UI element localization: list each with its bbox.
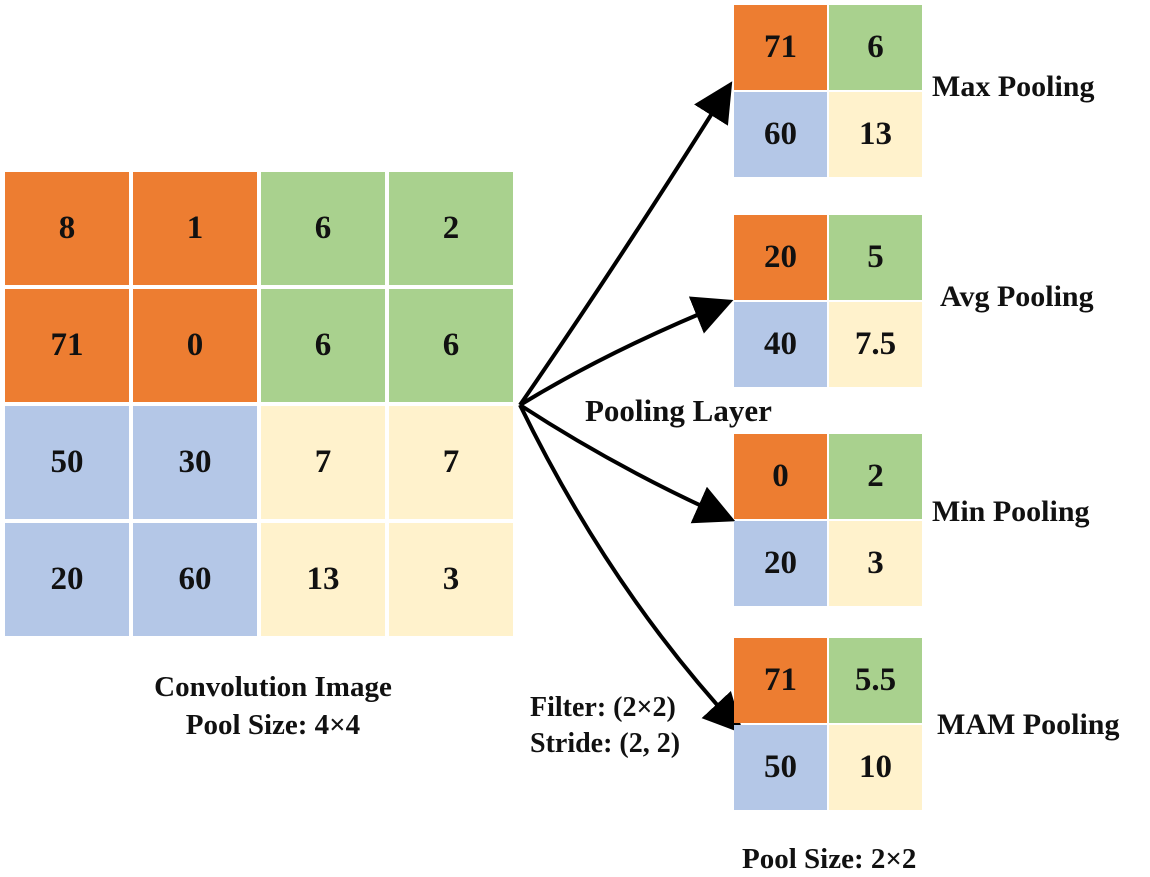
arrow-to-avg-pooling <box>518 296 734 407</box>
out4-cell-r2c2: 10 <box>829 725 922 810</box>
conv-cell-r2c3: 6 <box>261 289 385 402</box>
out2-cell-r2c1: 40 <box>734 302 827 387</box>
out1-cell-r1c1: 71 <box>734 5 827 90</box>
conv-cell-r4c1: 20 <box>5 523 129 636</box>
out2-cell-r1c2: 5 <box>829 215 922 300</box>
out2-cell-r1c1: 20 <box>734 215 827 300</box>
output-pool-size: Pool Size: 2×2 <box>742 843 917 875</box>
filter-label: Filter: (2×2) <box>530 692 676 723</box>
out3-cell-r2c1: 20 <box>734 521 827 606</box>
convolution-pool-size: Pool Size: 4×4 <box>185 709 361 741</box>
pooling-layer-label: Pooling Layer <box>585 393 772 428</box>
out2-cell-r2c2: 7.5 <box>829 302 922 387</box>
arrow-to-min-pooling <box>518 403 736 524</box>
conv-cell-r1c4: 2 <box>389 172 513 285</box>
conv-cell-r2c2: 0 <box>133 289 257 402</box>
arrow-to-max-pooling <box>518 81 733 407</box>
conv-cell-r4c4: 3 <box>389 523 513 636</box>
out3-cell-r1c1: 0 <box>734 434 827 519</box>
conv-cell-r1c3: 6 <box>261 172 385 285</box>
conv-cell-r3c1: 50 <box>5 406 129 519</box>
conv-cell-r2c1: 71 <box>5 289 129 402</box>
out1-cell-r2c1: 60 <box>734 92 827 177</box>
out4-cell-r1c1: 71 <box>734 638 827 723</box>
conv-cell-r3c2: 30 <box>133 406 257 519</box>
conv-cell-r3c4: 7 <box>389 406 513 519</box>
conv-cell-r3c3: 7 <box>261 406 385 519</box>
conv-cell-r2c4: 6 <box>389 289 513 402</box>
avg-pooling-label: Avg Pooling <box>940 280 1094 313</box>
conv-cell-r1c2: 1 <box>133 172 257 285</box>
convolution-caption-title: Convolution Image <box>154 671 392 703</box>
out1-cell-r1c2: 6 <box>829 5 922 90</box>
out4-cell-r1c2: 5.5 <box>829 638 922 723</box>
min-pooling-label: Min Pooling <box>932 495 1090 528</box>
conv-cell-r1c1: 8 <box>5 172 129 285</box>
out1-cell-r2c2: 13 <box>829 92 922 177</box>
out3-cell-r2c2: 3 <box>829 521 922 606</box>
convolution-caption: Convolution Image Pool Size: 4×4 <box>143 668 403 744</box>
conv-cell-r4c3: 13 <box>261 523 385 636</box>
mam-pooling-label: MAM Pooling <box>937 708 1120 741</box>
max-pooling-label: Max Pooling <box>932 70 1095 103</box>
out3-cell-r1c2: 2 <box>829 434 922 519</box>
out4-cell-r2c1: 50 <box>734 725 827 810</box>
arrow-to-mam-pooling <box>518 404 744 734</box>
conv-cell-r4c2: 60 <box>133 523 257 636</box>
stride-label: Stride: (2, 2) <box>530 728 681 759</box>
